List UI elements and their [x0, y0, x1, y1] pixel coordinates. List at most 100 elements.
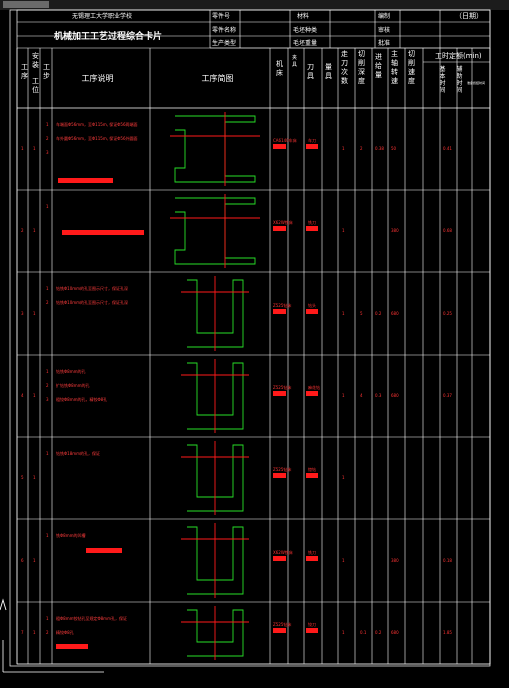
- row-passes: 1: [342, 630, 345, 635]
- row-basic-time: 1.85: [443, 630, 452, 635]
- row-machine: X62W铣床: [273, 220, 293, 225]
- row-depth: 5: [360, 311, 363, 316]
- material-label: 材料: [297, 13, 310, 20]
- row-speed: 680: [391, 311, 399, 316]
- part-sketch: [187, 279, 244, 348]
- row-step: 3: [46, 150, 49, 155]
- row-step: 1: [46, 122, 49, 127]
- row-install: 1: [33, 228, 36, 233]
- tool-marker: [306, 309, 318, 314]
- col-passes: 走刀次数: [341, 50, 348, 85]
- row-passes: 1: [342, 393, 345, 398]
- desc-highlight: [86, 548, 122, 553]
- row-passes: 1: [342, 228, 345, 233]
- date-label: （日期）: [455, 12, 483, 20]
- tool-marker: [306, 226, 318, 231]
- row-depth: 2: [360, 146, 363, 151]
- row-speed: 380: [391, 228, 399, 233]
- outer-frame: [9, 9, 491, 667]
- row-passes: 1: [342, 311, 345, 316]
- row-passes: 1: [342, 146, 345, 151]
- row-depth: 4: [360, 393, 363, 398]
- row-feed: 0.2: [375, 311, 382, 316]
- machine-marker: [273, 309, 286, 314]
- row-desc-text: 粗Φ8mm铰钻孔至规定Φ8mm孔，保证: [56, 616, 127, 621]
- desc-highlight: [62, 230, 144, 235]
- row-process-no: 1: [21, 146, 24, 151]
- row-step: 2: [46, 383, 49, 388]
- row-tool: 铰刀: [308, 622, 316, 627]
- blank-weight-label: 毛坯重量: [293, 40, 318, 47]
- row-passes: 1: [342, 475, 345, 480]
- row-process-no: 3: [21, 311, 24, 316]
- prod-type-label: 生产类型: [212, 40, 237, 47]
- row-step: 1: [46, 533, 49, 538]
- row-step: 2: [46, 300, 49, 305]
- tool-marker: [306, 391, 318, 396]
- part-sketch: [174, 115, 256, 183]
- part-sketch: [187, 444, 244, 512]
- machine-marker: [273, 391, 286, 396]
- title-bar: [0, 0, 509, 10]
- col-tool: 刀具: [307, 63, 314, 80]
- card-title: 机械加工工艺过程综合卡片: [54, 32, 163, 42]
- check-label: 审核: [378, 27, 391, 34]
- col-desc: 工序说明: [81, 74, 114, 83]
- approve-label: 批准: [378, 40, 391, 47]
- no-label: 编制: [378, 13, 391, 20]
- row-process-no: 2: [21, 228, 24, 233]
- row-machine: Z525钻床: [273, 467, 292, 472]
- row-step: 1: [46, 616, 49, 621]
- row-machine: X62W铣床: [273, 550, 293, 555]
- col-station: 工位: [32, 77, 39, 94]
- col-process-no: 工序: [21, 63, 28, 80]
- row-desc-text: 钻铣Φ10mm的孔至图示尺寸，保证孔深: [56, 300, 129, 305]
- row-tool: 铣刀: [308, 550, 316, 555]
- part-no-label: 零件号: [212, 13, 231, 20]
- col-fixture: 夹具: [291, 55, 297, 68]
- row-tool: 铣刀: [308, 220, 316, 225]
- tool-marker: [306, 473, 318, 478]
- col-cut-speed: 切削速度: [408, 50, 415, 85]
- row-depth: 0.1: [360, 630, 367, 635]
- row-desc-text: 钻铣Φ8mm的孔: [56, 369, 86, 374]
- row-tool: 车刀: [308, 138, 316, 143]
- row-machine: Z525钻床: [273, 622, 292, 627]
- blank-type-label: 毛坯种类: [293, 27, 318, 34]
- row-passes: 1: [342, 558, 345, 563]
- row-speed: 680: [391, 630, 399, 635]
- col-depth: 切削深度: [358, 50, 365, 85]
- row-speed: 50: [391, 146, 397, 151]
- row-step: 3: [46, 397, 49, 402]
- row-install: 1: [33, 311, 36, 316]
- row-basic-time: 0.25: [443, 311, 452, 316]
- part-sketch: [187, 362, 244, 430]
- row-install: 1: [33, 393, 36, 398]
- row-process-no: 4: [21, 393, 24, 398]
- tool-marker: [306, 628, 318, 633]
- machine-marker: [273, 226, 286, 231]
- row-machine: Z525钻床: [273, 303, 292, 308]
- row-process-no: 5: [21, 475, 24, 480]
- ucs-arrow: [0, 598, 7, 611]
- desc-highlight: [56, 644, 88, 649]
- row-machine: Z525钻床: [273, 385, 292, 390]
- window-tab[interactable]: [3, 1, 49, 8]
- row-tool: 钻头: [308, 303, 316, 308]
- row-install: 1: [33, 630, 36, 635]
- col-basic-time: 基本时间: [439, 66, 446, 94]
- row-speed: 680: [391, 393, 399, 398]
- row-step: 1: [46, 369, 49, 374]
- row-step: 2: [46, 136, 49, 141]
- row-install: 1: [33, 558, 36, 563]
- row-desc-text: 车外圆Φ56mm，至Φ115m, 保证Φ56外圆面: [56, 136, 138, 141]
- machine-marker: [273, 628, 286, 633]
- col-install: 安装: [32, 52, 39, 69]
- col-speed: 主轴转速: [391, 50, 398, 85]
- school-name: 无锡理工大学职业学校: [72, 13, 133, 20]
- col-feed: 进给量: [375, 53, 382, 79]
- col-step: 工步: [43, 63, 50, 80]
- col-time-quota: 工时定额(min): [435, 52, 482, 60]
- row-basic-time: 0.41: [443, 146, 452, 151]
